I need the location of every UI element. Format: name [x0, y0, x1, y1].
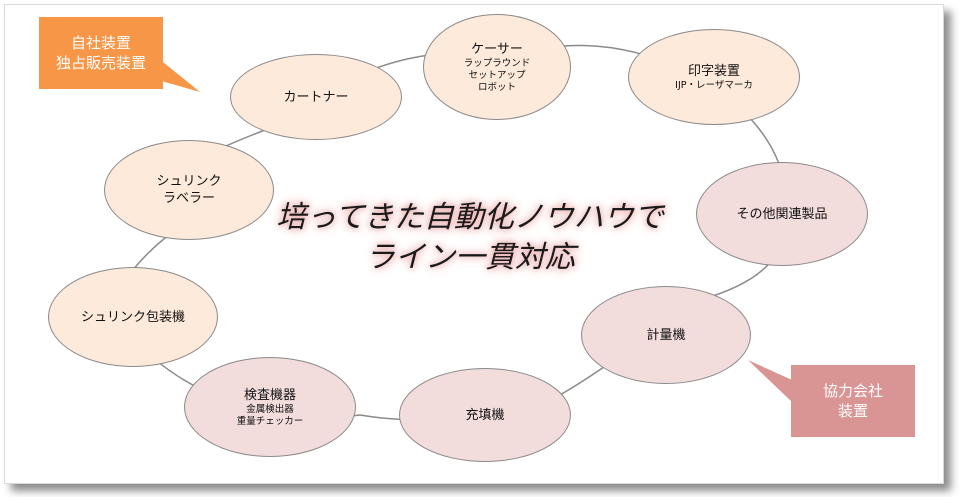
node-inspection-title: 検査機器: [243, 387, 296, 403]
node-inspection-sub1: 金属検出器: [246, 403, 294, 415]
callout-own-line2: 独占販売装置: [55, 54, 146, 72]
node-labeler-sub1: ラベラー: [162, 191, 215, 206]
callout-partner-equipment: 協力会社 装置: [791, 365, 915, 437]
callout-partner-tail: [748, 360, 792, 402]
callout-own-equipment: 自社装置 独占販売装置: [39, 17, 163, 89]
node-printer-title: 印字装置: [687, 63, 740, 79]
node-caser: ケーサー ラップラウンド セットアップ ロボット: [423, 14, 571, 120]
node-caser-sub3: ロボット: [477, 81, 516, 93]
node-other-title: その他関連製品: [736, 206, 828, 222]
node-shrink-title: シュリンク包装機: [80, 309, 185, 325]
node-cartoner-title: カートナー: [283, 89, 349, 105]
node-shrink-labeler: シュリンク ラベラー: [104, 140, 274, 240]
node-weigher: 計量機: [581, 286, 751, 384]
node-inspection: 検査機器 金属検出器 重量チェッカー: [184, 357, 356, 457]
node-weigher-title: 計量機: [646, 327, 686, 343]
node-caser-sub1: ラップラウンド: [463, 57, 531, 69]
slogan-line1: 培ってきた自動化ノウハウで: [276, 200, 664, 235]
slogan: 培ってきた自動化ノウハウで ライン一貫対応: [230, 198, 710, 278]
node-inspection-sub2: 重量チェッカー: [236, 415, 304, 427]
callout-partner-line1: 協力会社: [822, 382, 883, 400]
node-filler-title: 充填機: [465, 407, 505, 423]
node-shrink-wrapper: シュリンク包装機: [48, 267, 218, 367]
node-other-products: その他関連製品: [696, 162, 868, 266]
node-labeler-title: シュリンク: [156, 174, 222, 189]
callout-own-line1: 自社装置: [70, 34, 131, 52]
node-printer: 印字装置 IJP・レーザマーカ: [628, 29, 800, 125]
slogan-line2: ライン一貫対応: [365, 240, 575, 275]
node-caser-sub2: セットアップ: [468, 69, 526, 81]
node-printer-sub1: IJP・レーザマーカ: [675, 79, 753, 91]
callout-partner-line2: 装置: [837, 402, 868, 420]
node-caser-title: ケーサー: [471, 41, 523, 57]
node-filler: 充填機: [399, 368, 571, 462]
callout-own-tail: [158, 58, 200, 92]
node-cartoner: カートナー: [230, 54, 402, 140]
